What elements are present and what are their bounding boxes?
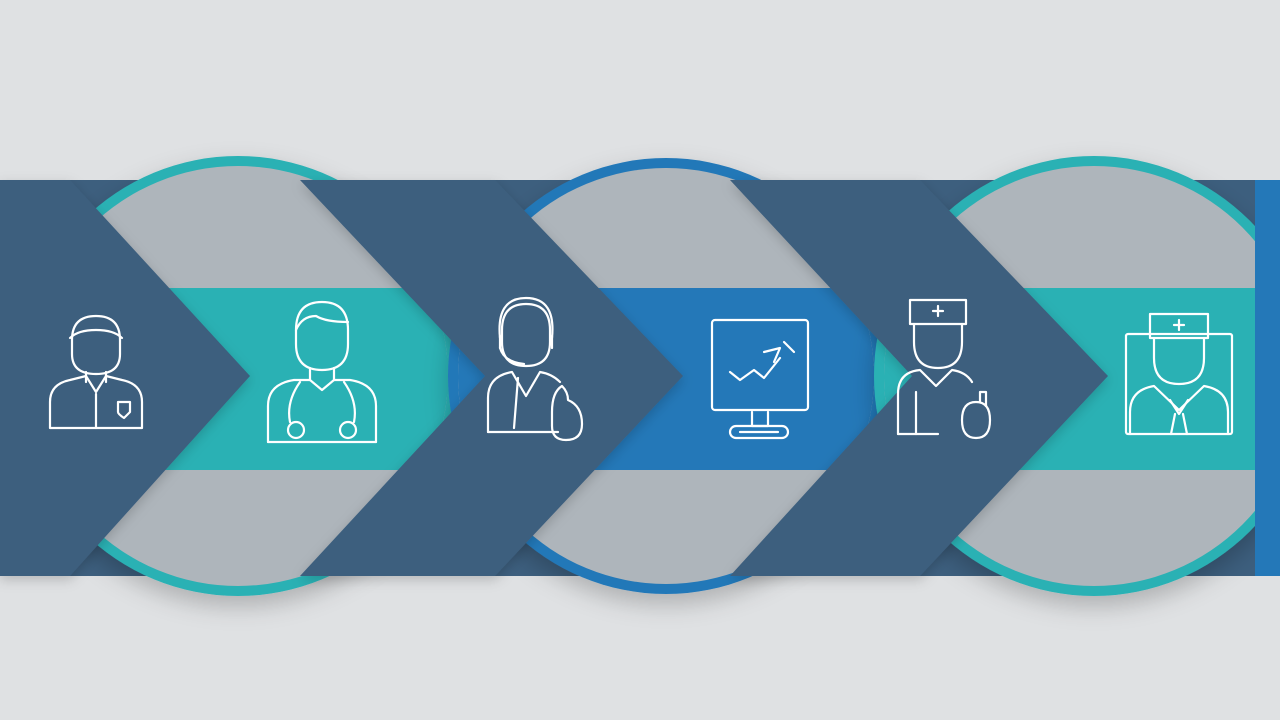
right-end-band [1255,180,1280,576]
step-3 [730,156,1280,596]
step-2-chevron [300,180,683,576]
step-1 [0,156,462,596]
step-1-chevron [0,180,250,576]
step-3-chevron [730,180,1108,576]
monitor-chart-icon [710,318,810,440]
operator-icon [486,296,584,442]
patient-icon [48,314,144,430]
nurse-on-screen-icon [1124,312,1234,436]
doctor-icon [266,300,378,444]
nurse-patient-icon [896,298,992,440]
